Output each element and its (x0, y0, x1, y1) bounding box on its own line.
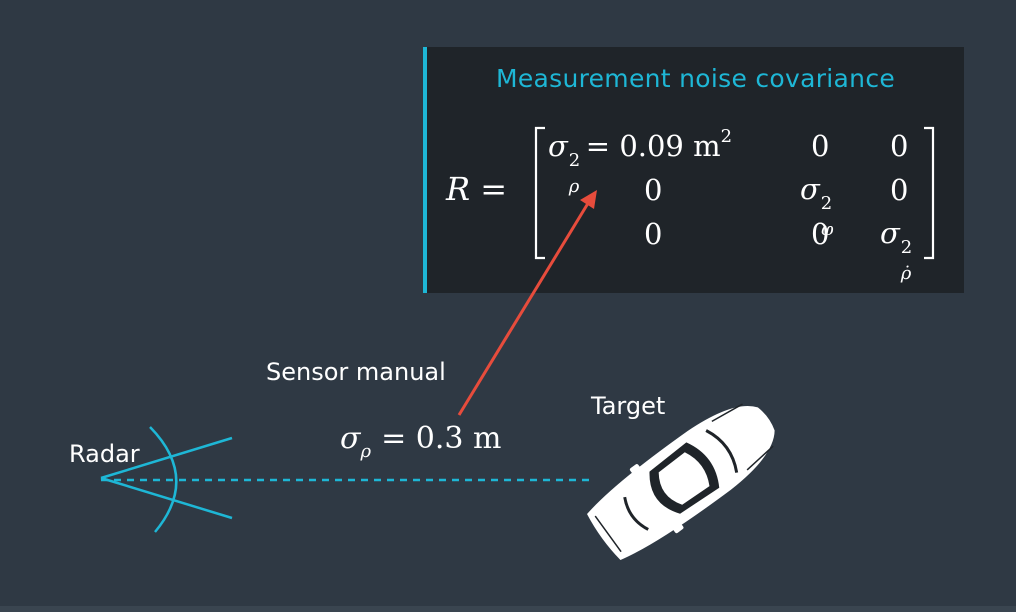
panel-accent-bar (423, 47, 427, 293)
matrix-lhs: R = (446, 170, 508, 208)
sub: φ (820, 219, 834, 240)
reference-arrow (457, 190, 597, 416)
left-bracket (534, 126, 545, 260)
sub: ρ (568, 176, 580, 197)
radar-label: Radar (69, 440, 140, 468)
right-bracket (924, 126, 935, 260)
arrow-head (580, 190, 597, 209)
sub: ρ (360, 441, 372, 462)
noise-std-equation: σρ = 0.3 m (340, 421, 502, 462)
value: = 0.3 m (381, 421, 502, 456)
fov-arc (149, 426, 178, 533)
car-icon (587, 403, 775, 561)
sup: 2 (568, 150, 581, 171)
matrix-cell-r2c1: 0 (644, 173, 663, 207)
matrix-cell-r3c1: 0 (644, 217, 663, 251)
matrix-cell-r2c3: 0 (890, 173, 909, 207)
fov-upper-line (100, 436, 233, 480)
target-label: Target (591, 392, 666, 420)
fov-lower-line (100, 476, 233, 520)
sensor-manual-label: Sensor manual (266, 358, 446, 386)
matrix-cell-r1c2: 0 (811, 129, 830, 163)
matrix-cell-r1c3: 0 (890, 129, 909, 163)
sigma-symbol: σ (880, 216, 900, 250)
radar-sensor (100, 426, 233, 533)
value: = 0.09 m (585, 129, 721, 163)
sigma-symbol: σ (800, 172, 820, 206)
sup: 2 (820, 193, 833, 214)
sigma-symbol: σ (548, 129, 568, 163)
panel-title: Measurement noise covariance (495, 64, 896, 93)
sub: ρ̇ (900, 263, 912, 284)
sup: 2 (900, 237, 913, 258)
bottom-edge (0, 606, 1016, 612)
unit-sup: 2 (720, 126, 733, 147)
sigma-symbol: σ (340, 421, 361, 456)
covariance-panel (423, 47, 964, 293)
matrix-cell-r3c2: 0 (811, 217, 830, 251)
